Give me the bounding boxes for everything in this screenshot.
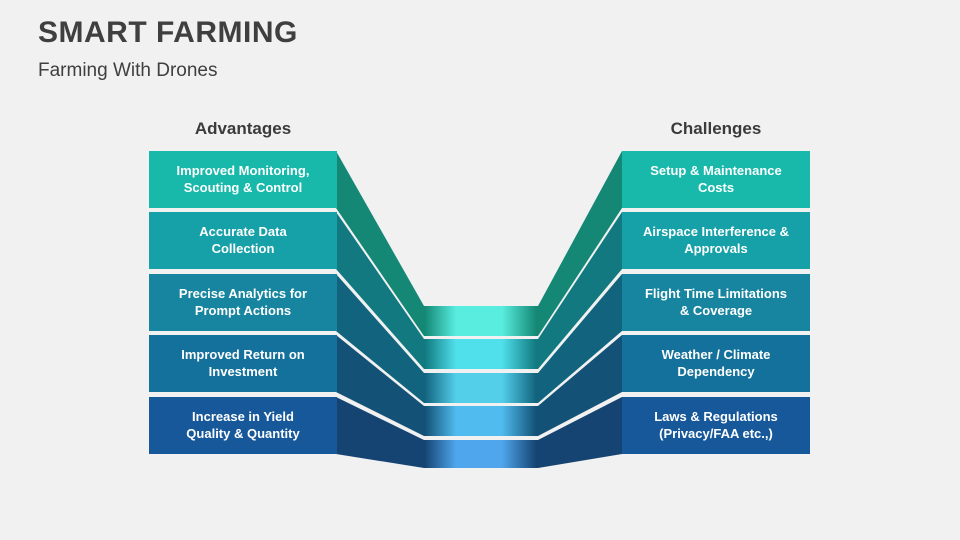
- challenge-box-2: Airspace Interference & Approvals: [622, 212, 810, 269]
- advantage-box-4: Improved Return on Investment: [149, 335, 337, 392]
- funnel-band-5: [336, 397, 622, 468]
- advantage-box-5: Increase in Yield Quality & Quantity: [149, 397, 337, 454]
- challenge-box-4: Weather / Climate Dependency: [622, 335, 810, 392]
- funnel-band-2: [336, 212, 622, 369]
- page-title: SMART FARMING: [38, 16, 298, 49]
- column-header-advantages: Advantages: [194, 119, 292, 138]
- column-header-challenges: Challenges: [670, 119, 762, 138]
- funnel-band-1: [336, 151, 622, 336]
- funnel-band-3: [336, 274, 622, 403]
- advantage-box-2: Accurate Data Collection: [149, 212, 337, 269]
- funnel-band-4: [336, 335, 622, 436]
- challenge-box-5: Laws & Regulations (Privacy/FAA etc.,): [622, 397, 810, 454]
- challenge-box-3: Flight Time Limitations & Coverage: [622, 274, 810, 331]
- advantage-box-1: Improved Monitoring, Scouting & Control: [149, 151, 337, 208]
- page-subtitle: Farming With Drones: [38, 60, 218, 81]
- challenge-box-1: Setup & Maintenance Costs: [622, 151, 810, 208]
- advantage-box-3: Precise Analytics for Prompt Actions: [149, 274, 337, 331]
